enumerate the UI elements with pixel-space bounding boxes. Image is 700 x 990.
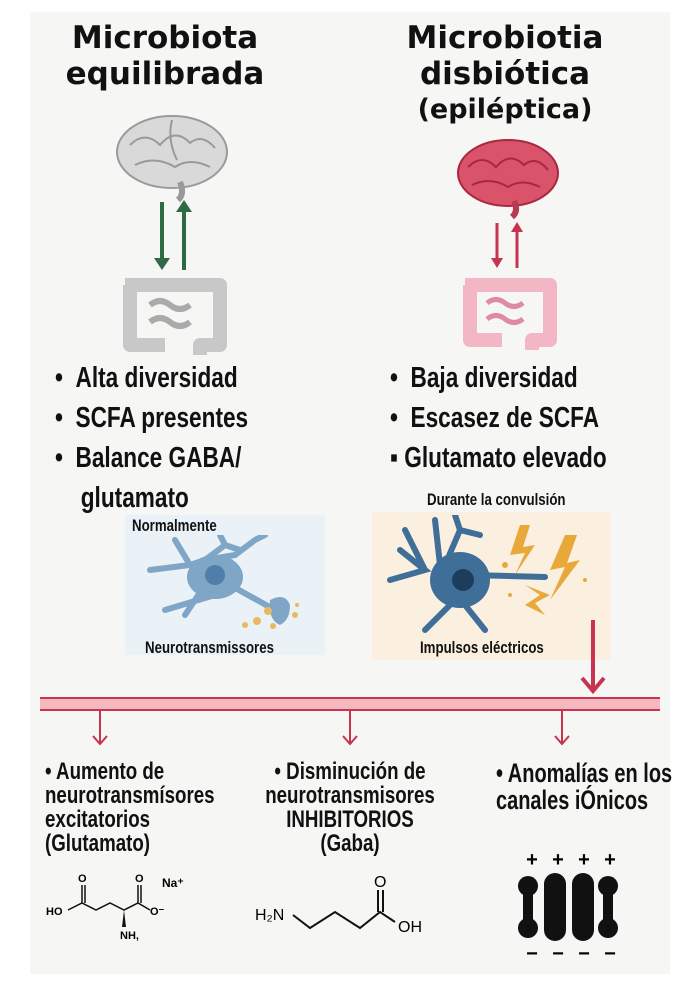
column-line: neurotransmisores <box>265 782 435 809</box>
bullet-text: Balance GABA/ <box>75 442 242 474</box>
neuron-bottom-label: Impulsos eléctricos <box>420 638 544 657</box>
timeline-bar <box>40 697 660 711</box>
left-title: Microbiota equilibrada <box>20 20 310 92</box>
chem-label: Na⁺ <box>162 876 184 890</box>
column-line: canales iÓnicos <box>496 785 649 815</box>
chem-label: H₂N <box>255 907 284 924</box>
neuron-icon <box>147 535 299 629</box>
down-arrow-icon <box>580 620 606 695</box>
bullet-text: Glutamato elevado <box>404 442 607 474</box>
chem-label: O <box>135 873 144 885</box>
right-bullet-list: • Baja diversidad • Escasez de SCFA ▪ Gl… <box>390 358 668 478</box>
left-title-line: Microbiota <box>71 20 259 56</box>
list-item: • Balance GABA/ <box>55 442 242 474</box>
plus-icon: + <box>552 849 564 871</box>
list-item: ▪ Glutamato elevado <box>390 442 607 474</box>
minus-icon: − <box>526 943 538 963</box>
right-title: Microbiotia disbiótica (epiléptica) <box>360 20 650 128</box>
brain-icon <box>116 115 228 203</box>
arrow-icon <box>92 711 108 746</box>
minus-icon: − <box>604 943 616 963</box>
right-title-line: (epiléptica) <box>417 94 593 125</box>
glutamate-structure: HO O O O⁻ Na⁺ NH, <box>46 873 184 942</box>
left-bullet-list: • Alta diversidad • SCFA presentes • Bal… <box>55 358 303 518</box>
column-line: • Disminución de <box>274 758 426 785</box>
bidirectional-arrows-icon <box>154 200 192 270</box>
ion-channel-column: • Anomalías en los canales iÓnicos <box>470 758 673 815</box>
gut-icon <box>123 278 227 355</box>
arrow-icon <box>554 711 570 746</box>
branch-arrows <box>92 711 570 746</box>
ion-channel-icon: + + + + − − − − <box>518 849 618 963</box>
inhibitory-column: • Disminución de neurotransmisores INHIB… <box>240 760 460 856</box>
inflamed-gut-icon <box>463 278 557 350</box>
chem-label: O <box>374 874 386 891</box>
arrow-icon <box>342 711 358 746</box>
chem-label: O⁻ <box>150 906 165 918</box>
neuron-top-label: Durante la convulsión <box>427 490 566 509</box>
excitatory-column: • Aumento de neurotransmísores excitator… <box>45 760 262 856</box>
left-brain-gut-illustration <box>116 115 228 355</box>
column-line: (Gaba) <box>320 830 380 857</box>
column-line: • Aumento de <box>45 758 165 785</box>
chem-label: HO <box>46 906 63 918</box>
chem-label: OH <box>398 919 422 936</box>
list-item: • Baja diversidad <box>390 362 578 394</box>
right-brain-gut-illustration <box>457 139 559 350</box>
column-line: neurotransmísores <box>45 782 215 809</box>
plus-icon: + <box>526 849 538 871</box>
list-item: glutamato <box>55 478 248 518</box>
list-item: • Escasez de SCFA <box>390 402 600 434</box>
list-item: • SCFA presentes <box>55 402 249 434</box>
electric-spark-icon <box>502 525 587 615</box>
neuron-top-label: Normalmente <box>132 516 217 535</box>
bidirectional-arrows-icon <box>491 222 523 268</box>
right-title-line: disbiótica <box>419 56 591 92</box>
plus-icon: + <box>604 849 616 871</box>
neurotransmitter-dots <box>242 603 299 629</box>
list-item: • Alta diversidad <box>55 362 238 394</box>
column-line: • Anomalías en los <box>496 758 673 788</box>
bullet-text: Baja diversidad <box>410 362 578 394</box>
minus-icon: − <box>552 943 564 963</box>
neuron-bottom-label: Neurotransmissores <box>145 638 274 657</box>
bullet-text: glutamato <box>80 482 189 514</box>
gaba-structure: H₂N O OH <box>255 874 422 936</box>
firing-neuron-icon <box>387 515 587 633</box>
inflamed-brain-icon <box>457 139 559 220</box>
plus-icon: + <box>578 849 590 871</box>
column-line: INHIBITORIOS <box>286 806 414 833</box>
chem-label: O <box>78 873 87 885</box>
left-title-line: equilibrada <box>65 56 265 92</box>
chem-label: NH, <box>120 930 139 942</box>
bullet-text: Escasez de SCFA <box>410 402 600 434</box>
minus-icon: − <box>578 943 590 963</box>
column-line: (Glutamato) <box>45 830 151 857</box>
column-line: excitatorios <box>45 806 151 833</box>
bullet-text: Alta diversidad <box>75 362 238 394</box>
bullet-text: SCFA presentes <box>75 402 249 434</box>
right-title-line: Microbiotia <box>406 20 604 56</box>
